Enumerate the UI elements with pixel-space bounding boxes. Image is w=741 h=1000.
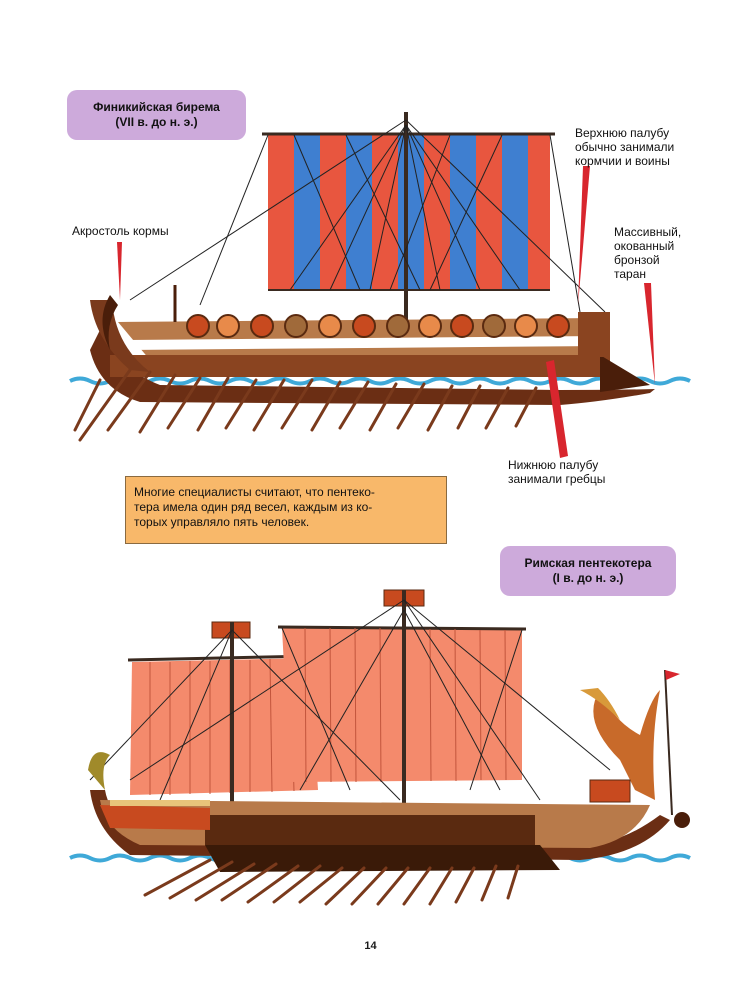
bireme-pointers	[117, 166, 655, 458]
pointer-stern	[117, 242, 122, 300]
pentekontera-illustration	[69, 589, 691, 906]
label-ram-line1: Массивный,	[614, 225, 682, 239]
bireme-sail	[262, 132, 555, 291]
label-stern: Акростоль кормы	[72, 224, 169, 238]
label-upper-deck: Верхнюю палубу обычно занимали кормчии и…	[575, 126, 674, 168]
label-ram-line2: окованный	[614, 239, 675, 253]
pentekontera-oars	[143, 858, 520, 906]
pointer-lower-deck	[546, 360, 568, 458]
pentekontera-date: (I в. до н. э.)	[552, 571, 624, 585]
label-ram: Массивный, окованный бронзой таран	[614, 225, 681, 281]
pentekontera-title-box: Римская пентекотера (I в. до н. э.)	[500, 546, 676, 596]
label-upper-deck-line3: кормчии и воины	[575, 154, 670, 168]
note-line2: тера имела один ряд весел, каждым из ко-	[134, 500, 373, 514]
pentekontera-title: Римская пентекотера	[524, 556, 652, 570]
pointer-upper-deck	[578, 166, 590, 305]
bireme-date: (VII в. до н. э.)	[115, 115, 198, 129]
note-line3: торых управляло пять человек.	[134, 515, 310, 529]
label-upper-deck-line1: Верхнюю палубу	[575, 126, 670, 140]
label-upper-deck-line2: обычно занимали	[575, 140, 675, 154]
bow-ornament	[593, 690, 660, 800]
bireme-hull	[90, 330, 655, 405]
label-lower-deck-line1: Нижнюю палубу	[508, 458, 599, 472]
bireme-shields	[186, 314, 570, 338]
bireme-title-box: Финикийская бирема (VII в. до н. э.)	[67, 90, 246, 140]
note-box: Многие специалисты считают, что пентеко-…	[125, 476, 447, 544]
label-lower-deck-line2: занимали гребцы	[508, 472, 606, 486]
pointer-ram	[644, 283, 655, 385]
bireme-oars	[73, 368, 538, 442]
label-ram-line4: таран	[614, 267, 647, 281]
bireme-title: Финикийская бирема	[93, 100, 220, 114]
note-line1: Многие специалисты считают, что пентеко-	[134, 485, 375, 499]
label-lower-deck: Нижнюю палубу занимали гребцы	[508, 458, 605, 486]
label-ram-line3: бронзой	[614, 253, 660, 267]
bireme-illustration	[69, 112, 691, 458]
bireme-water	[69, 376, 691, 386]
page-number: 14	[364, 940, 377, 952]
pentekontera-main-sail	[277, 589, 527, 810]
